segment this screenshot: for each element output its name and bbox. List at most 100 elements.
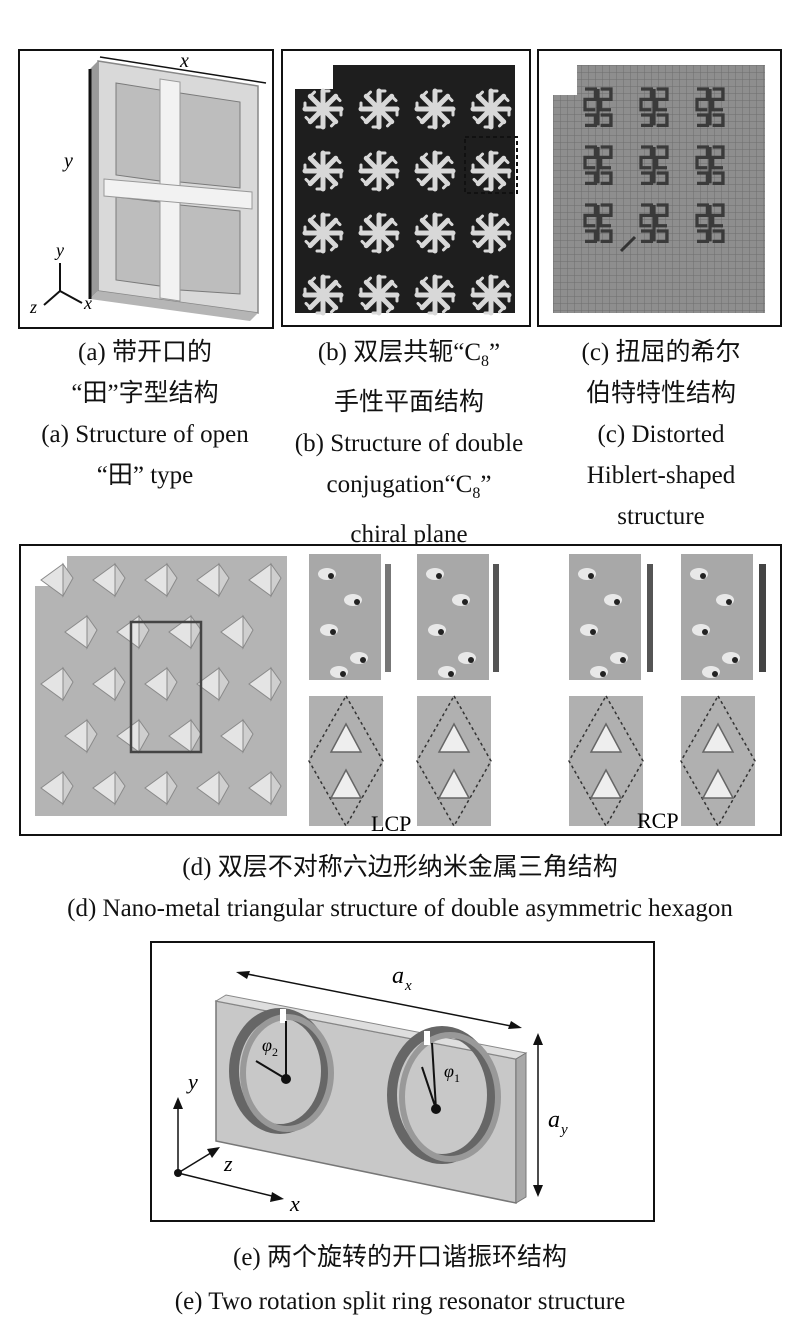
triangle (248, 666, 282, 702)
svg-text:1: 1 (454, 1071, 460, 1085)
caption-en-line: conjugation“C8” (326, 471, 492, 502)
svg-text:x: x (83, 293, 92, 313)
panel-c-figure (537, 49, 782, 327)
field-hotspot (428, 624, 446, 636)
c8-star (470, 212, 512, 254)
panel-e-caption: (e) 两个旋转的开口谐振环结构 (e) Two rotation split … (0, 1236, 800, 1324)
c8-star (302, 212, 344, 254)
diamond-outline (308, 694, 384, 828)
svg-text:a: a (392, 963, 404, 989)
triangle (248, 562, 282, 598)
field-hotspot (426, 568, 444, 580)
caption-cn-line: (b) 双层共轭“C8” (317, 339, 501, 370)
angle-phi2-marker: φ 2 (255, 1021, 291, 1084)
svg-text:x: x (404, 978, 412, 994)
field-hotspot (692, 624, 710, 636)
caption-cn-line: (c) 扭屈的希尔 (581, 339, 741, 366)
triangular-hexagon-structure-illustration: LCP RCP (35, 554, 766, 836)
field-hotspot (716, 594, 734, 606)
hilbert-cell (583, 87, 613, 128)
hilbert-cell (639, 203, 669, 244)
triangle (220, 718, 254, 754)
panel-d-figure: LCP RCP (19, 544, 782, 836)
svg-text:y: y (186, 1069, 198, 1094)
c8-star-array (302, 88, 512, 316)
c8-star (358, 88, 400, 130)
c8-star (358, 274, 400, 316)
field-hotspot (458, 652, 476, 664)
field-hotspot (344, 594, 362, 606)
svg-text:x: x (289, 1191, 300, 1216)
triangle (196, 770, 230, 806)
field-hotspot (580, 624, 598, 636)
panel-e-figure: φ 2 φ 1 a x a y (150, 941, 655, 1222)
svg-text:y: y (559, 1122, 568, 1138)
hilbert-cell (695, 203, 725, 244)
triangle (220, 614, 254, 650)
caption-en-line: (c) Distorted (597, 421, 725, 448)
dimension-x-label: x (179, 51, 189, 72)
hilbert-cell (695, 145, 725, 186)
triangle (64, 718, 98, 754)
c8-star (470, 88, 512, 130)
c8-star (358, 150, 400, 192)
hilbert-cell-array (583, 87, 725, 244)
triangle (196, 666, 230, 702)
c8-star (470, 274, 512, 316)
c8-star (302, 150, 344, 192)
triangle (168, 614, 202, 650)
field-hotspot (610, 652, 628, 664)
c8-star (358, 212, 400, 254)
field-hotspot (452, 594, 470, 606)
c8-star (470, 150, 512, 192)
panel-b-figure (281, 49, 531, 327)
triangle (168, 718, 202, 754)
field-hotspot (438, 666, 456, 678)
hilbert-cell (583, 203, 613, 244)
field-hotspot (320, 624, 338, 636)
panel-a-caption: (a) 带开口的 “田”字型结构 (a) Structure of open “… (0, 332, 290, 496)
caption-cn-line: (d) 双层不对称六边形纳米金属三角结构 (182, 854, 618, 881)
svg-text:2: 2 (272, 1045, 278, 1059)
triangle (248, 770, 282, 806)
field-hotspot (590, 666, 608, 678)
diamond-outline (568, 694, 644, 828)
caption-cn-line: 手性平面结构 (333, 389, 484, 416)
lcp-label: LCP (371, 811, 411, 834)
diamond-outline (416, 694, 492, 828)
caption-en-line: (d) Nano-metal triangular structure of d… (67, 895, 733, 922)
svg-text:z: z (29, 297, 37, 317)
angle-phi1-marker: φ 1 (421, 1042, 460, 1114)
triangle (144, 562, 178, 598)
caption-cn-line: “田”字型结构 (71, 380, 219, 407)
field-map-top-row (309, 554, 766, 680)
caption-cn-line: 伯特特性结构 (585, 380, 736, 407)
panel-d-caption: (d) 双层不对称六边形纳米金属三角结构 (d) Nano-metal tria… (0, 847, 800, 929)
triangle (144, 770, 178, 806)
diamond-outlines (308, 694, 756, 828)
hilbert-cell (583, 145, 613, 186)
field-map-bottom-row (309, 696, 755, 826)
field-hotspot (722, 652, 740, 664)
triangle (116, 614, 150, 650)
field-hotspots (318, 568, 740, 678)
caption-cn-line: (e) 两个旋转的开口谐振环结构 (233, 1244, 567, 1271)
field-hotspot (604, 594, 622, 606)
triangle (40, 770, 74, 806)
triangle (116, 718, 150, 754)
svg-text:φ: φ (262, 1035, 272, 1055)
caption-en-line: (a) Structure of open (41, 421, 249, 448)
svg-text:y: y (54, 240, 64, 260)
split-ring-resonator-illustration: φ 2 φ 1 a x a y (173, 963, 568, 1216)
open-tian-structure-illustration: x y y z x (29, 50, 267, 321)
field-hotspot (318, 568, 336, 580)
dimension-y-label: y (62, 150, 73, 172)
triangle (40, 666, 74, 702)
hilbert-cell (695, 87, 725, 128)
c8-star (414, 212, 456, 254)
caption-en-line: structure (617, 503, 705, 530)
caption-en-line: chiral plane (350, 521, 468, 548)
coordinate-axes: y z x (173, 1069, 300, 1216)
c8-star (302, 274, 344, 316)
triangle (92, 770, 126, 806)
